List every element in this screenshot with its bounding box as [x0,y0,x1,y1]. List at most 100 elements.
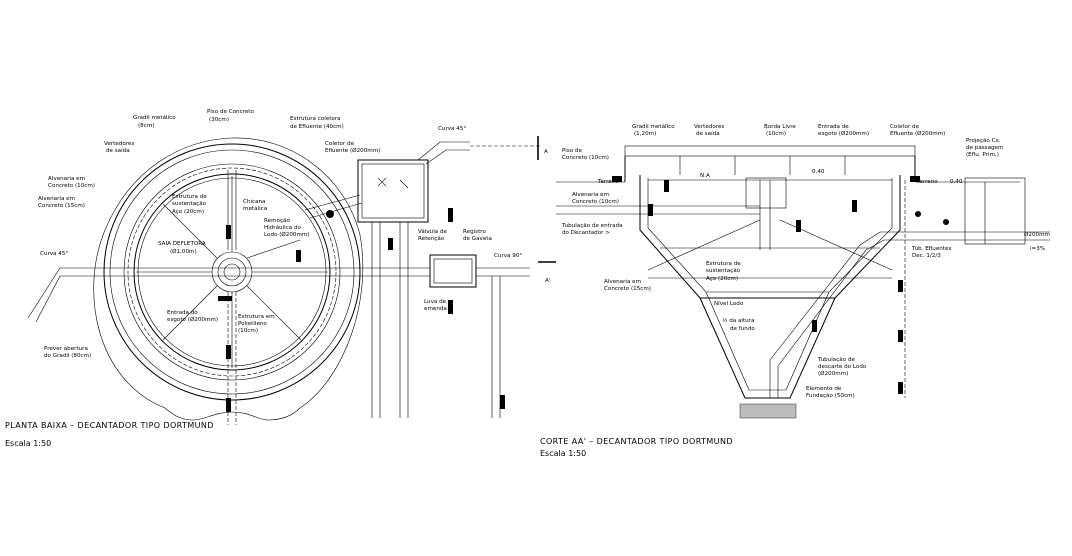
plan-title: PLANTA BAIXA – DECANTADOR TIPO DORTMUND [5,421,214,430]
plan-cut-label-a2: A' [545,278,550,284]
svg-text:(8cm): (8cm) [138,123,154,129]
plan-view [27,136,556,425]
plan-label-curva45-top: Curva 45° [438,126,466,132]
svg-text:emenda: emenda [424,306,447,312]
section-cone-inner [705,291,830,391]
svg-text:(10cm): (10cm) [238,328,258,334]
svg-text:de saída: de saída [696,130,720,137]
svg-text:esgoto (Ø200mm): esgoto (Ø200mm) [167,316,218,323]
plan-center-pipe [223,263,241,281]
plan-label-registro: Registro [463,229,486,235]
plan-label-valvula: Válvula de [418,228,448,235]
svg-text:Aço (20cm): Aço (20cm) [706,276,738,282]
plan-curve45-pipe [27,267,61,323]
svg-text:Retenção: Retenção [418,236,445,242]
plan-label-piso: Piso de Concreto [207,109,254,115]
section-label-estrutura-sust: Estrutura de [706,261,741,267]
svg-text:sustentação: sustentação [172,201,207,207]
svg-text:Efluente (Ø200mm): Efluente (Ø200mm) [325,147,380,154]
section-label-descarga: Tubulação de [817,357,855,363]
plan-label-curva45-left: Curva 45° [40,251,68,257]
section-label-borda: Borda Livre [764,124,796,130]
section-label-piso: Piso de [562,148,582,154]
plan-outer-wall [103,143,361,401]
plan-label-estrutura-sust: Estrutura de [172,194,207,200]
plan-valve-box [429,254,477,288]
plan-label-gradil: Gradil metálico [133,114,176,121]
section-label-vertedores: Vertedores [694,124,724,130]
svg-text:(Eflu. Prim.): (Eflu. Prim.) [966,152,999,158]
plan-top-curve-pipe [417,141,470,165]
plan-cut-label-a: A [544,149,548,155]
svg-text:Concreto (15cm): Concreto (15cm) [604,286,651,292]
plan-gradil-ring [123,163,341,381]
plan-weir-ring [127,167,337,377]
svg-text:metálica: metálica [243,205,267,212]
section-label-diam: Ø200mm [1024,231,1050,238]
svg-text:Lodo (Ø200mm): Lodo (Ø200mm) [264,231,310,238]
plan-label-estrutura-poli: Estrutura em [238,314,275,320]
svg-text:sustentação: sustentação [706,268,741,274]
plan-label-estrutura-coletora: Estrutura coletora [290,116,341,122]
section-scale: Escala 1:50 [540,449,586,458]
plan-box-arrows [377,177,409,189]
section-label-na: N.A [700,173,710,179]
svg-text:Dec. 1/2/3: Dec. 1/2/3 [912,253,941,259]
svg-text:Hidráulica do: Hidráulica do [264,224,302,231]
plan-label-prever: Prever abertura [44,346,88,352]
section-label-gradil: Gradil metálico [632,123,675,130]
svg-text:Aço (20cm): Aço (20cm) [172,209,204,215]
section-tank-inner [647,178,893,293]
section-sludge-pipe [769,231,915,367]
svg-text:Concreto (10cm): Concreto (10cm) [562,155,609,161]
section-deflector [745,177,787,209]
svg-text:de passagem: de passagem [966,145,1003,151]
section-label-terreno-left: Terreno [597,179,619,185]
section-label-dim2: 0,40 [950,179,963,185]
plan-label-remocao: Remoção [264,218,290,224]
svg-text:do Decantador >: do Decantador > [562,230,610,236]
plan-label-luva: Luva de [424,299,447,305]
svg-text:Fundação (50cm): Fundação (50cm) [806,393,855,399]
section-label-coletor: Coletor de [890,124,920,130]
svg-text:esgoto (Ø200mm): esgoto (Ø200mm) [818,130,869,137]
svg-text:(Ø200mm): (Ø200mm) [818,370,848,377]
svg-text:de saída: de saída [106,147,130,154]
section-cone [699,297,836,399]
section-label-entrada: Entrada de [818,124,849,130]
svg-text:(30cm): (30cm) [209,117,229,123]
section-markers [612,176,949,394]
section-tank-outline [639,175,901,299]
plan-label-vertedores: Vertedores [104,141,134,147]
plan-label-saia: SAIA DEFLETORA [158,241,206,247]
plan-label-alvenaria-10: Alvenaria em [48,176,85,182]
svg-text:descarte do Lodo: descarte do Lodo [818,364,867,370]
svg-text:(1,20m): (1,20m) [634,131,656,137]
section-label-nivel-lodo: Nível Lodo [714,300,744,307]
plan-tank-wall [133,173,331,371]
section-label-slope: i=3% [1030,246,1045,252]
plan-vertical-pipes [371,222,501,418]
plan-valve-box-inner [433,258,473,284]
svg-text:Polietileno: Polietileno [238,321,267,327]
plan-label-chicana: Chicana [243,199,265,205]
section-slab [624,145,916,157]
section-label-dim1: 0,40 [812,169,825,175]
section-label-fundacao: Elemento de [806,386,842,392]
section-label-altura: ⅓ da altura [722,318,754,324]
plan-outer-wall-inner [109,149,355,395]
svg-text:Concreto (10cm): Concreto (10cm) [572,199,619,205]
svg-text:do Gradil (80cm): do Gradil (80cm) [44,353,91,359]
svg-text:de Efluente (40cm): de Efluente (40cm) [290,124,344,130]
section-effluent-box [964,177,1026,245]
plan-labels: Gradil metálico (8cm) Piso de Concreto (… [38,109,550,359]
svg-text:Efluente (Ø200mm): Efluente (Ø200mm) [890,130,945,137]
plan-deflector-inner [217,257,247,287]
section-title: CORTE AA' – DECANTADOR TIPO DORTMUND [540,437,733,446]
svg-text:de Gaveta: de Gaveta [463,236,492,242]
svg-text:Concreto (15cm): Concreto (15cm) [38,203,85,209]
section-gradil-posts [679,156,846,175]
plan-markers [218,208,505,412]
section-label-tubulacao-entrada: Tubulação de entrada [561,223,623,229]
